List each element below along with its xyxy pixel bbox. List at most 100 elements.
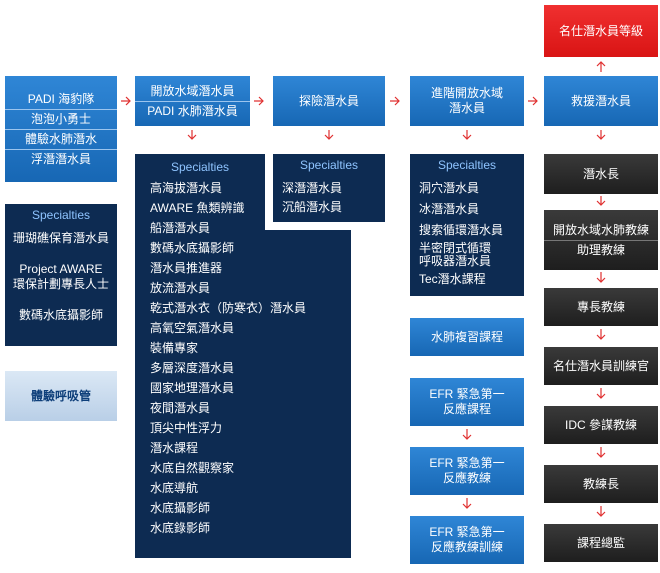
specialties-title: Specialties	[170, 160, 230, 174]
efr-instructor-trainer-box[interactable]: EFR 緊急第一 反應教練訓練	[410, 516, 524, 564]
specialty-item: 水底導航	[150, 481, 199, 495]
col2-specialty-list: 高海拔潛水員 AWARE 魚類辨識 船潛潛水員 數碼水底攝影師 潛水員推進器 放…	[150, 178, 306, 538]
course-director-box[interactable]: 課程總監	[544, 524, 658, 562]
course-efr: EFR 緊急第一 反應課程	[429, 387, 505, 416]
discover-snorkeling-box[interactable]: 體驗呼吸管	[5, 371, 117, 421]
divemaster-box[interactable]: 潛水長	[544, 154, 658, 194]
arrow-down-icon	[462, 498, 472, 509]
specialty-cavern-diver: 洞穴潛水員	[419, 181, 480, 195]
arrow-down-icon	[324, 130, 334, 140]
course-master-scuba-diver: 名仕潛水員等級	[558, 23, 643, 38]
course-specialty-instructor: 專長教練	[576, 299, 625, 314]
divider	[5, 108, 117, 110]
divider	[5, 148, 117, 150]
arrow-down-icon	[596, 329, 606, 340]
course-efr-instructor: EFR 緊急第一 反應教練	[429, 456, 505, 485]
idc-staff-box[interactable]: IDC 參謀教練	[544, 406, 658, 444]
course-scuba-diver: PADI 水肺潛水員	[147, 103, 238, 118]
specialty-item: 水底攝影師	[150, 501, 211, 515]
specialty-item: 乾式潛水衣（防寒衣）潛水員	[150, 301, 307, 315]
specialty-item: 頂尖中性浮力	[150, 421, 223, 435]
specialty-item: 水底錄影師	[150, 521, 211, 535]
specialties-title: Specialties	[31, 208, 91, 222]
efr-instructor-box[interactable]: EFR 緊急第一 反應教練	[410, 447, 524, 495]
master-instructor-box[interactable]: 教練長	[544, 465, 658, 503]
course-owsi: 開放水域水肺教練	[552, 222, 649, 237]
padi-seal-team-box[interactable]: PADI 海豹隊 泡泡小勇士 體驗水肺潛水 浮潛潛水員	[5, 76, 117, 182]
scuba-review-box[interactable]: 水肺複習課程	[410, 318, 524, 356]
course-master-instructor: 教練長	[582, 476, 619, 491]
specialty-item: 國家地理潛水員	[150, 381, 235, 395]
specialty-item: 高海拔潛水員	[150, 181, 223, 195]
arrow-up-icon	[596, 61, 606, 72]
arrow-down-icon	[462, 130, 472, 140]
course-msdt: 名仕潛水員訓練官	[552, 358, 649, 373]
specialty-item: 裝備專家	[150, 341, 199, 355]
arrow-down-icon	[596, 130, 606, 140]
specialty-digital-photographer: 數碼水底攝影師	[18, 308, 103, 322]
course-rescue-diver: 救援潛水員	[570, 93, 631, 108]
specialty-item: 船潛潛水員	[150, 221, 211, 235]
specialty-item: 潛水課程	[150, 441, 199, 455]
specialty-semi-closed-rebreather: 半密閉式循環 呼吸器潛水員	[419, 241, 492, 269]
arrow-down-icon	[596, 272, 606, 283]
course-padi-seal-team: PADI 海豹隊	[27, 91, 95, 106]
specialty-item: AWARE 魚類辨識	[150, 201, 245, 215]
arrow-right-icon	[390, 96, 400, 106]
course-adventure-diver: 探險潛水員	[298, 93, 359, 108]
advanced-open-water-box[interactable]: 進階開放水域 潛水員	[410, 76, 524, 126]
specialty-tec-diving: Tec潛水課程	[419, 272, 486, 287]
col1-specialties-box: Specialties 珊瑚礁保育潛水員 Project AWARE 環保計劃專…	[5, 204, 117, 346]
specialty-item: 高氧空氣潛水員	[150, 321, 235, 335]
specialty-item: 潛水員推進器	[150, 261, 223, 275]
course-advanced-open-water: 進階開放水域 潛水員	[430, 86, 503, 115]
col4-specialties-box: Specialties 洞穴潛水員 冰潛潛水員 搜索循環潛水員 半密閉式循環 呼…	[410, 154, 524, 296]
arrow-down-icon	[596, 388, 606, 399]
specialty-item: 水底自然觀察家	[150, 461, 235, 475]
arrow-down-icon	[462, 429, 472, 440]
arrow-down-icon	[596, 506, 606, 517]
rescue-diver-box[interactable]: 救援潛水員	[544, 76, 658, 126]
specialty-item: 放流潛水員	[150, 281, 211, 295]
arrow-down-icon	[596, 447, 606, 458]
divider	[544, 239, 658, 241]
specialty-ice-diver: 冰潛潛水員	[419, 202, 480, 216]
specialty-item: 夜間潛水員	[150, 401, 211, 415]
specialty-coral-reef: 珊瑚礁保育潛水員	[12, 231, 109, 245]
specialties-title: Specialties	[437, 158, 497, 172]
course-course-director: 課程總監	[576, 535, 625, 550]
specialty-instructor-box[interactable]: 專長教練	[544, 288, 658, 326]
specialty-wreck-diver: 沉船潛水員	[282, 200, 343, 214]
col3-specialties-box: Specialties 深潛潛水員 沉船潛水員	[273, 154, 385, 222]
col2-specialties-panel	[135, 154, 265, 230]
col2-specialties-panel-body	[135, 230, 351, 558]
owsi-box[interactable]: 開放水域水肺教練 助理教練	[544, 210, 658, 270]
arrow-right-icon	[528, 96, 538, 106]
course-efr-instructor-trainer: EFR 緊急第一 反應教練訓練	[429, 525, 505, 554]
specialty-project-aware: Project AWARE 環保計劃專長人士	[12, 262, 109, 291]
arrow-right-icon	[121, 96, 131, 106]
course-skin-diver: 浮潛潛水員	[30, 151, 91, 166]
specialty-deep-diver: 深潛潛水員	[282, 181, 343, 195]
specialty-search-rebreather: 搜索循環潛水員	[419, 223, 504, 237]
arrow-right-icon	[254, 96, 264, 106]
master-scuba-diver-box[interactable]: 名仕潛水員等級	[544, 5, 658, 57]
course-discover-scuba: 體驗水肺潛水	[24, 131, 97, 146]
divider	[135, 100, 250, 102]
msdt-box[interactable]: 名仕潛水員訓練官	[544, 347, 658, 385]
divider	[5, 128, 117, 130]
specialty-item: 多層深度潛水員	[150, 361, 235, 375]
open-water-box[interactable]: 開放水域潛水員 PADI 水肺潛水員	[135, 76, 250, 126]
course-scuba-review: 水肺複習課程	[430, 329, 503, 344]
arrow-down-icon	[187, 130, 197, 140]
course-bubblemaker: 泡泡小勇士	[30, 111, 91, 126]
specialties-title: Specialties	[299, 158, 359, 172]
course-divemaster: 潛水長	[582, 166, 619, 181]
course-idc-staff: IDC 參謀教練	[564, 417, 637, 432]
adventure-diver-box[interactable]: 探險潛水員	[273, 76, 385, 126]
arrow-down-icon	[596, 196, 606, 206]
course-discover-snorkeling: 體驗呼吸管	[30, 388, 91, 403]
course-assistant-instructor: 助理教練	[576, 242, 625, 257]
efr-course-box[interactable]: EFR 緊急第一 反應課程	[410, 378, 524, 426]
specialty-item: 數碼水底攝影師	[150, 241, 235, 255]
